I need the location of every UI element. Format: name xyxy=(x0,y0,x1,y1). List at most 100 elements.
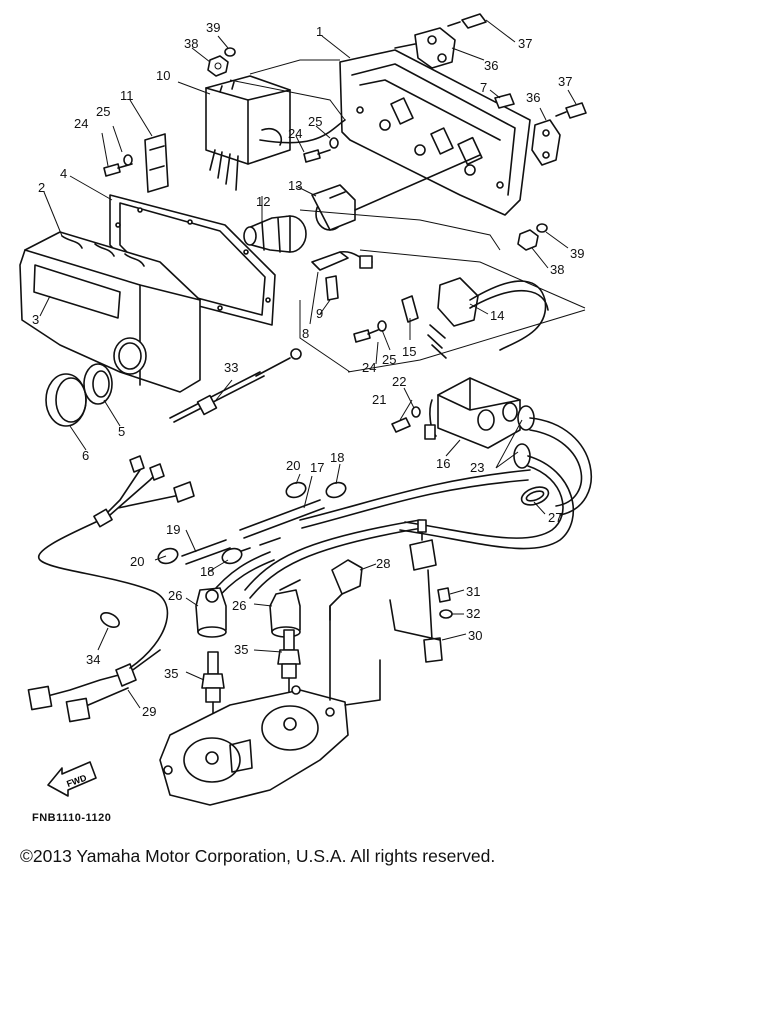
cover-2 xyxy=(19,231,201,393)
cylinder-head xyxy=(159,605,381,806)
callout-24-mid: 24 xyxy=(288,126,302,141)
callout-14: 14 xyxy=(490,308,504,323)
harness-connectors xyxy=(93,455,195,528)
screw-24-left xyxy=(103,163,133,177)
callout-36-right: 36 xyxy=(526,90,540,105)
sensor-30 xyxy=(389,519,443,663)
spark-plug-35-left xyxy=(201,651,225,741)
callout-38-right: 38 xyxy=(550,262,564,277)
figure-code: FNB1110-1120 xyxy=(32,812,112,824)
plug-cap-26-right xyxy=(269,579,301,638)
callout-11: 11 xyxy=(120,88,134,103)
callout-labels: 1 2 3 4 5 6 7 8 9 10 11 12 13 14 15 16 1… xyxy=(32,20,584,719)
callout-36-top: 36 xyxy=(484,58,498,73)
callout-13: 13 xyxy=(288,178,302,193)
callout-38-top: 38 xyxy=(184,36,198,51)
clamp-18-upper xyxy=(325,481,347,499)
callout-25-mid: 25 xyxy=(308,114,322,129)
coil-13 xyxy=(311,154,481,231)
seal-5 xyxy=(83,363,113,405)
callout-18-upper: 18 xyxy=(330,450,344,465)
callout-28: 28 xyxy=(376,556,390,571)
gasket-4 xyxy=(109,194,276,326)
callout-22: 22 xyxy=(392,374,406,389)
callout-39-right: 39 xyxy=(570,246,584,261)
washer-22 xyxy=(411,406,421,418)
callout-35-right: 35 xyxy=(234,642,248,657)
callout-3: 3 xyxy=(32,312,39,327)
callout-12: 12 xyxy=(256,194,270,209)
callout-7: 7 xyxy=(480,80,487,95)
bracket-36-top xyxy=(394,27,456,69)
washer-39-top xyxy=(224,47,236,57)
callout-19: 19 xyxy=(166,522,180,537)
bolt-37-top xyxy=(447,13,487,29)
clamp-20-upper xyxy=(285,481,307,499)
cap-6 xyxy=(45,373,87,427)
lead-wire-33 xyxy=(169,348,302,423)
bracket-36-right xyxy=(531,119,561,166)
callout-1: 1 xyxy=(316,24,323,39)
callout-37-right: 37 xyxy=(558,74,572,89)
capacitor-16 xyxy=(424,377,521,449)
callout-30: 30 xyxy=(468,628,482,643)
callout-34: 34 xyxy=(86,652,100,667)
fwd-arrow-icon: FWD xyxy=(47,761,97,797)
callout-24-lower: 24 xyxy=(362,360,376,375)
rectifier-14 xyxy=(427,277,549,359)
screw-21 xyxy=(391,417,411,433)
callout-2: 2 xyxy=(38,180,45,195)
copyright-notice: ©2013 Yamaha Motor Corporation, U.S.A. A… xyxy=(20,846,496,866)
cable-loop xyxy=(399,417,592,550)
callout-10: 10 xyxy=(156,68,170,83)
bolt-37-right xyxy=(555,102,587,119)
callout-32: 32 xyxy=(466,606,480,621)
connector-8 xyxy=(311,250,373,271)
clamp-27 xyxy=(520,486,550,506)
clip-15 xyxy=(401,295,419,323)
callout-4: 4 xyxy=(60,166,67,181)
callout-20-upper: 20 xyxy=(286,458,300,473)
callout-26-left: 26 xyxy=(168,588,182,603)
callout-15: 15 xyxy=(402,344,416,359)
callout-16: 16 xyxy=(436,456,450,471)
clamp-34 xyxy=(100,611,120,629)
plug-cap-26-left xyxy=(195,587,227,638)
leader-lines xyxy=(39,19,577,709)
callout-27: 27 xyxy=(548,510,562,525)
callout-26-right: 26 xyxy=(232,598,246,613)
clip-9 xyxy=(325,275,339,301)
ignition-coil-12 xyxy=(243,215,307,253)
bracket-11 xyxy=(144,133,169,193)
bracket-28 xyxy=(329,559,363,621)
nut-38-right xyxy=(517,229,539,251)
callout-31: 31 xyxy=(466,584,480,599)
washer-25-mid xyxy=(329,137,339,149)
screw-24-mid xyxy=(303,149,331,163)
callout-23: 23 xyxy=(470,460,484,475)
callout-8: 8 xyxy=(302,326,309,341)
callout-5: 5 xyxy=(118,424,125,439)
callout-6: 6 xyxy=(82,448,89,463)
cdi-unit xyxy=(205,75,346,191)
screw-24-lower xyxy=(353,329,379,343)
callout-39-top: 39 xyxy=(206,20,220,35)
electrical-box-base xyxy=(339,49,531,216)
callout-18-lower: 18 xyxy=(200,564,214,579)
clamp-20-lower xyxy=(157,547,179,565)
callout-25-lower: 25 xyxy=(382,352,396,367)
reference-lines xyxy=(229,59,586,373)
callout-37-top: 37 xyxy=(518,36,532,51)
callout-25-left: 25 xyxy=(96,104,110,119)
harness-29 xyxy=(27,519,169,723)
bolt-31 xyxy=(437,587,451,603)
parts-diagram: FWD xyxy=(19,13,592,806)
callout-17: 17 xyxy=(310,460,324,475)
callout-21: 21 xyxy=(372,392,386,407)
nut-38-top xyxy=(207,55,229,77)
washer-32 xyxy=(439,609,453,619)
callout-24-left: 24 xyxy=(74,116,88,131)
plug-lead-17 xyxy=(229,469,531,599)
washer-25-lower xyxy=(377,320,387,332)
clamp-18-lower xyxy=(221,547,243,565)
